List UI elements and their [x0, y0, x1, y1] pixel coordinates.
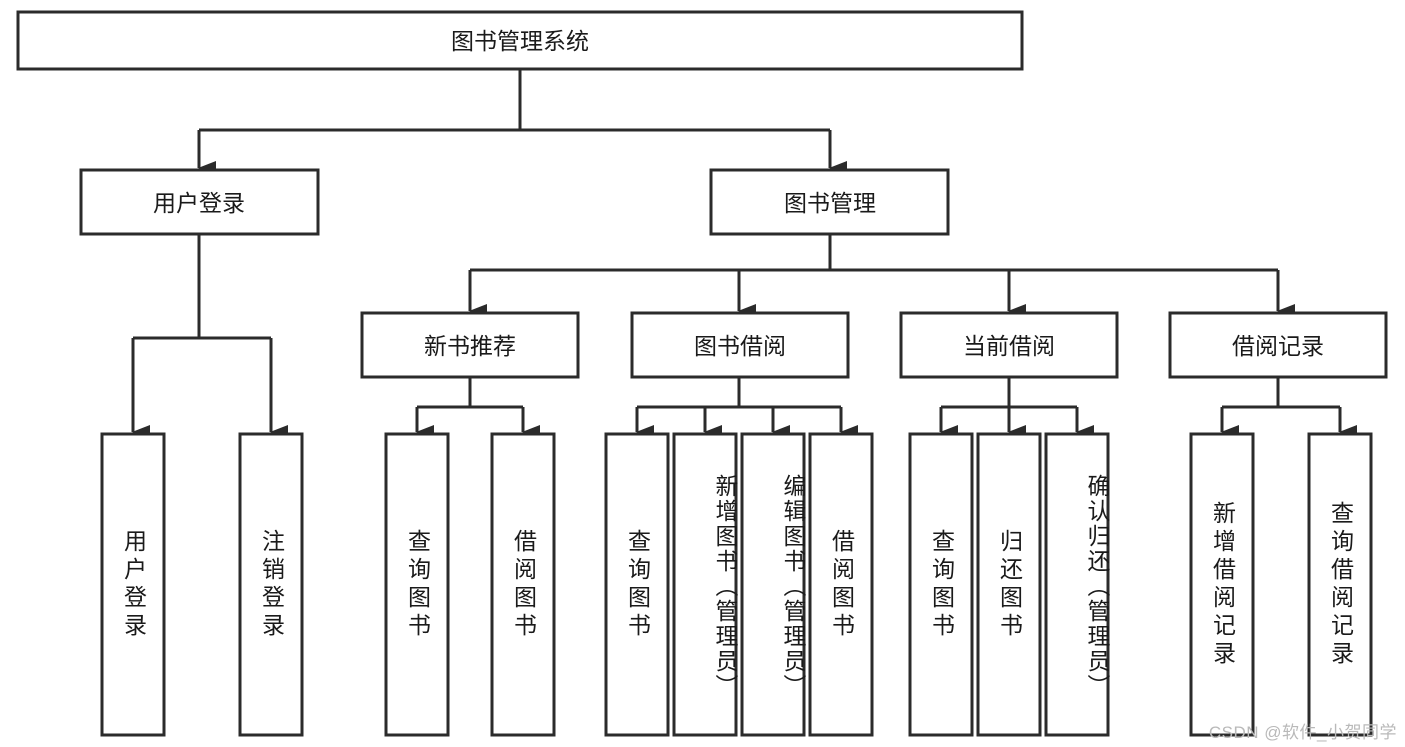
leaf-box-borrow-book-1[interactable] [490, 432, 556, 737]
leaf-box-query-book-2[interactable] [604, 432, 670, 737]
leaf-box-edit-book-admin[interactable] [740, 432, 806, 737]
csdn-watermark: CSDN @软件_小贺同学 [1208, 723, 1397, 742]
node-book-management[interactable]: 图书管理 [709, 168, 950, 236]
leaf-box-add-borrow-record[interactable] [1189, 432, 1255, 737]
node-book-management-label: 图书管理 [784, 190, 876, 216]
leaf-box-query-book-1[interactable] [384, 432, 450, 737]
connector-borrowrecord-to-leaves [1220, 377, 1357, 439]
leaf-box-logout[interactable] [238, 432, 304, 737]
connector-currentborrow-to-leaves [939, 377, 1094, 439]
leaf-box-query-borrow-record[interactable] [1307, 432, 1373, 737]
node-new-book-recommend-label: 新书推荐 [424, 333, 516, 359]
connector-userlogin-to-leaves [131, 234, 288, 439]
node-root-book-management-system[interactable]: 图书管理系统 [16, 10, 1024, 71]
leaf-box-return-book[interactable] [976, 432, 1042, 737]
leaf-box-add-book-admin[interactable] [672, 432, 738, 737]
leaf-box-borrow-book-2[interactable] [808, 432, 874, 737]
leaf-box-user-login[interactable] [100, 432, 166, 737]
node-current-borrow[interactable]: 当前借阅 [899, 311, 1119, 379]
node-new-book-recommend[interactable]: 新书推荐 [360, 311, 580, 379]
leaf-box-confirm-return-admin[interactable] [1044, 432, 1110, 737]
node-borrow-record-label: 借阅记录 [1232, 333, 1324, 359]
node-user-login[interactable]: 用户登录 [79, 168, 320, 236]
node-root-label: 图书管理系统 [451, 28, 589, 54]
node-book-borrow[interactable]: 图书借阅 [630, 311, 850, 379]
connector-bookmgmt-to-level3 [468, 234, 1295, 318]
node-user-login-label: 用户登录 [153, 190, 245, 216]
node-book-borrow-label: 图书借阅 [694, 333, 786, 359]
node-borrow-record[interactable]: 借阅记录 [1168, 311, 1388, 379]
connector-root-to-level2 [197, 69, 847, 175]
leaf-box-query-book-3[interactable] [908, 432, 974, 737]
connector-newbook-to-leaves [415, 377, 540, 439]
connector-bookborrow-to-leaves [635, 377, 858, 439]
node-current-borrow-label: 当前借阅 [963, 333, 1055, 359]
